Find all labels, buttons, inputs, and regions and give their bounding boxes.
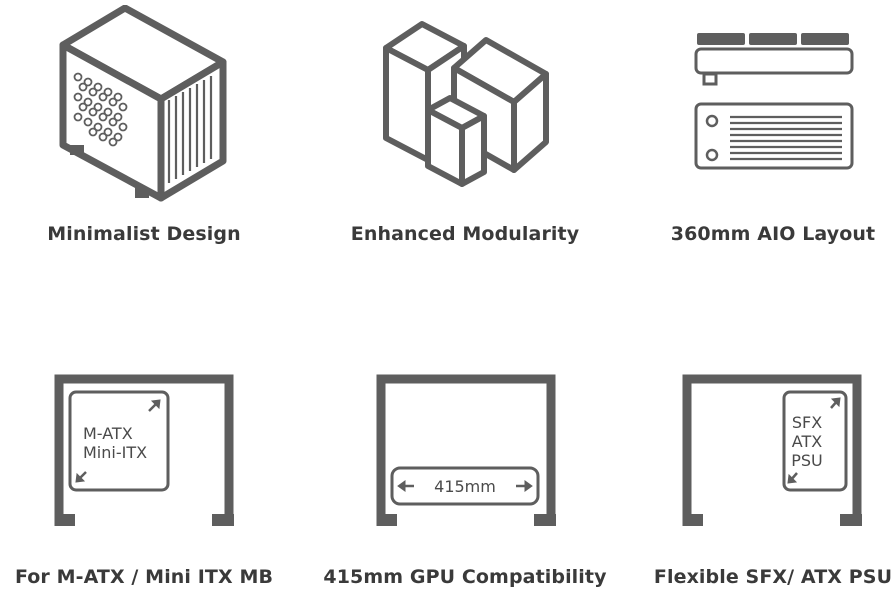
feature-caption: Enhanced Modularity bbox=[350, 223, 580, 245]
radiator-layout-icon bbox=[694, 33, 854, 170]
modular-blocks-icon bbox=[383, 21, 549, 187]
gpu-frame-icon: 415mm bbox=[376, 374, 556, 526]
case-cube-icon bbox=[59, 5, 227, 202]
gpu-length-label: 415mm bbox=[434, 477, 496, 496]
feature-caption: Minimalist Design bbox=[47, 223, 241, 245]
motherboard-frame-icon: M-ATX Mini-ITX bbox=[54, 374, 234, 526]
feature-caption: 360mm AIO Layout bbox=[670, 223, 876, 245]
feature-caption: For M-ATX / Mini ITX MB bbox=[14, 566, 274, 588]
psu-label-sfx: SFX bbox=[792, 413, 822, 432]
board-label-miniitx: Mini-ITX bbox=[83, 443, 147, 462]
board-label-matx: M-ATX bbox=[83, 424, 133, 443]
feature-caption: Flexible SFX/ ATX PSU bbox=[653, 566, 892, 588]
psu-label-atx: ATX bbox=[792, 432, 822, 451]
feature-caption: 415mm GPU Compatibility bbox=[323, 566, 607, 588]
psu-label-psu: PSU bbox=[791, 451, 823, 470]
psu-frame-icon: SFX ATX PSU bbox=[682, 374, 862, 526]
